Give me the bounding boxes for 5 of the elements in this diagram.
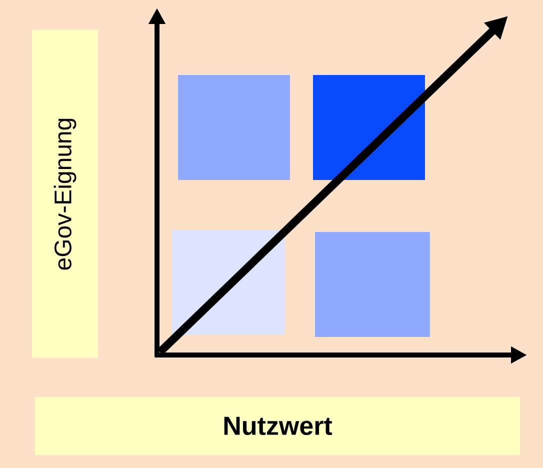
quadrant-square [313,75,425,180]
axis-label-box: eGov-Eignung [32,30,98,358]
quadrant-square [315,232,430,337]
axis-label-box: Nutzwert [35,396,520,455]
quadrant-square [178,75,290,180]
